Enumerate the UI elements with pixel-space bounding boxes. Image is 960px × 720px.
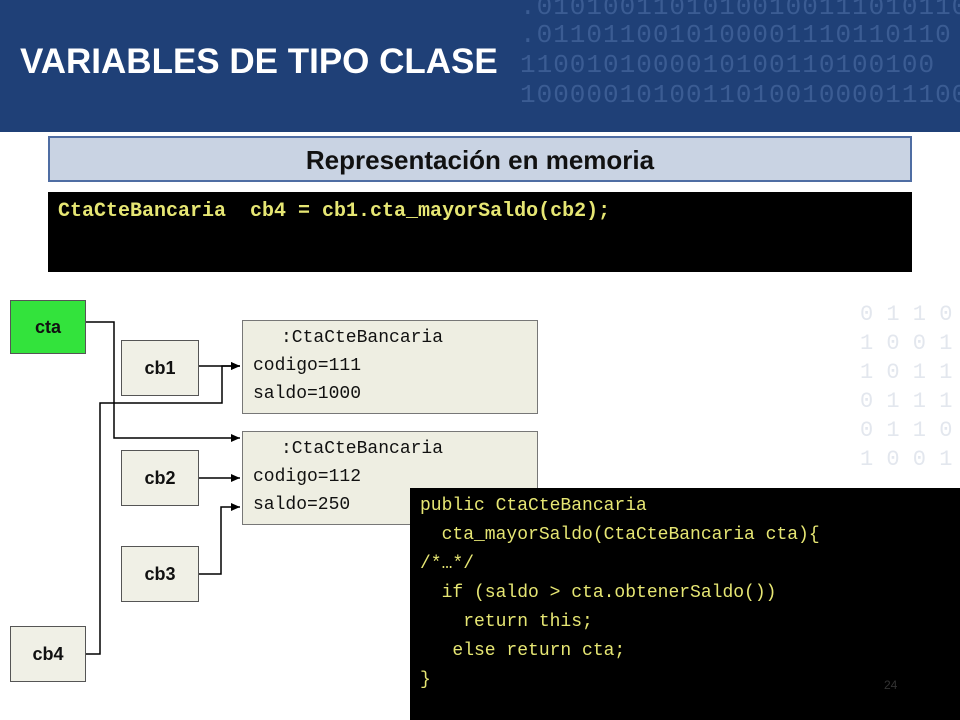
binary-decoration-1: .01010011010100100111010110 (520, 0, 960, 22)
object-saldo: saldo=250 (253, 495, 351, 515)
binary-decoration-3: 1100101000010100110100100 (520, 50, 936, 80)
code-line: cta_mayorSaldo(CtaCteBancaria cta){ (420, 525, 820, 545)
code-line: return this; (420, 612, 593, 632)
bg-binary-row: 1 0 1 1 0 (860, 360, 953, 385)
arrow-cb3 (199, 503, 240, 575)
variable-cb3: cb3 (121, 546, 199, 602)
bg-binary-row: 0 1 1 0 0 (860, 418, 953, 443)
object-class-label: :CtaCteBancaria (281, 439, 444, 459)
variable-cb4: cb4 (10, 626, 86, 682)
variable-cb1: cb1 (121, 340, 199, 396)
section-subtitle: Representación en memoria (48, 136, 912, 182)
page-number: 24 (884, 678, 898, 692)
variable-cb2: cb2 (121, 450, 199, 506)
bg-binary-row: 1 0 0 1 1 (860, 447, 953, 472)
variable-cta: cta (10, 300, 86, 354)
code-line: if (saldo > cta.obtenerSaldo()) (420, 583, 777, 603)
binary-decoration-2: .0110110010100001110110110 (520, 20, 952, 50)
arrow-cta (86, 321, 240, 442)
object-codigo: codigo=111 (253, 356, 362, 376)
bg-binary-row: 0 1 1 1 0 (860, 389, 953, 414)
code-line: else return cta; (420, 641, 626, 661)
object-saldo: saldo=1000 (253, 384, 362, 404)
method-code-block: public CtaCteBancaria cta_mayorSaldo(Cta… (410, 488, 960, 720)
arrow-cb4 (86, 362, 240, 655)
bg-binary-row: 0 1 1 0 0 (860, 302, 953, 327)
object-ctacte-1: :CtaCteBancaria codigo=111 saldo=1000 (242, 320, 538, 414)
object-class-label: :CtaCteBancaria (281, 328, 444, 348)
page-title: VARIABLES DE TIPO CLASE (20, 42, 498, 81)
object-codigo: codigo=112 (253, 467, 362, 487)
background-binary: 0 1 1 0 0 1 0 0 1 1 1 0 1 1 0 0 1 1 1 0 0 1 … (860, 300, 960, 474)
code-line: public CtaCteBancaria (420, 496, 647, 516)
binary-decoration-4: 1000001010011010010000111000 (520, 80, 960, 110)
code-line: } (420, 670, 431, 690)
code-statement: CtaCteBancaria cb4 = cb1.cta_mayorSaldo(… (48, 192, 912, 272)
bg-binary-row: 1 0 0 1 1 (860, 331, 953, 356)
header-banner: .01010011010100100111010110 .01101100101… (0, 0, 960, 132)
code-line: /*…*/ (420, 554, 475, 574)
